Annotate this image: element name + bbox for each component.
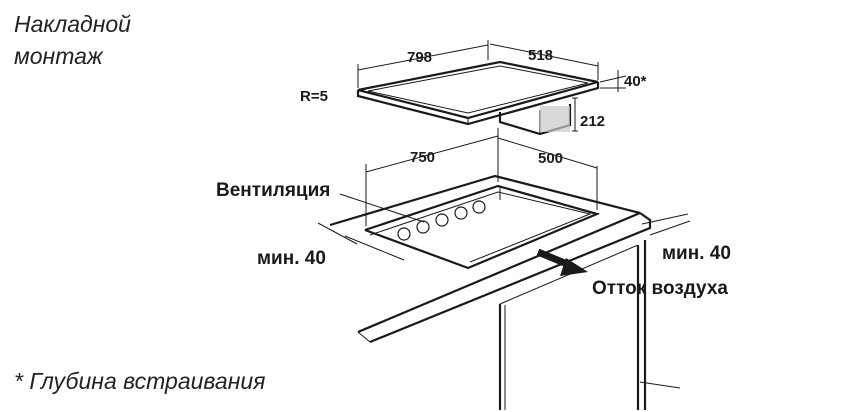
dim-line-500 — [497, 137, 598, 169]
dim-cutout-depth: 500 — [538, 150, 563, 167]
dim-corner-radius: R=5 — [300, 88, 328, 105]
dim-line-798 — [357, 44, 489, 71]
title-line-1: Накладной — [14, 11, 131, 37]
dim-hob-depth: 518 — [528, 47, 553, 64]
ventilation-leader — [339, 193, 425, 223]
dim-line-518 — [489, 43, 599, 67]
label-min-right: мин. 40 — [662, 243, 731, 264]
countertop-drawing: 750 500 мин. 40 мин. 40 Отток воздуха — [257, 128, 731, 410]
diagram-title: Накладной монтаж — [14, 8, 131, 72]
title-line-2: монтаж — [14, 43, 103, 69]
hob-glass-edge — [367, 65, 589, 114]
dim-hob-thickness: 40* — [624, 73, 647, 90]
dim-line-750 — [365, 135, 499, 173]
dim-cutout-width: 750 — [410, 149, 435, 166]
label-min-left: мин. 40 — [257, 248, 326, 269]
cutout-inner — [369, 191, 592, 263]
counter-top-edge — [329, 174, 641, 227]
cutout-outline — [364, 184, 601, 270]
hob-drawing: 798 518 40* 212 R=5 — [300, 40, 647, 136]
dim-unit-height: 212 — [580, 113, 605, 130]
airflow-arrow — [536, 248, 588, 276]
counter-front-edge — [369, 212, 652, 344]
ventilation-holes — [397, 200, 486, 241]
footnote-installation-depth: * Глубина встраивания — [14, 368, 266, 394]
dim-hob-width: 798 — [407, 49, 432, 66]
label-ventilation: Вентиляция — [216, 180, 330, 201]
label-airflow: Отток воздуха — [592, 278, 728, 299]
